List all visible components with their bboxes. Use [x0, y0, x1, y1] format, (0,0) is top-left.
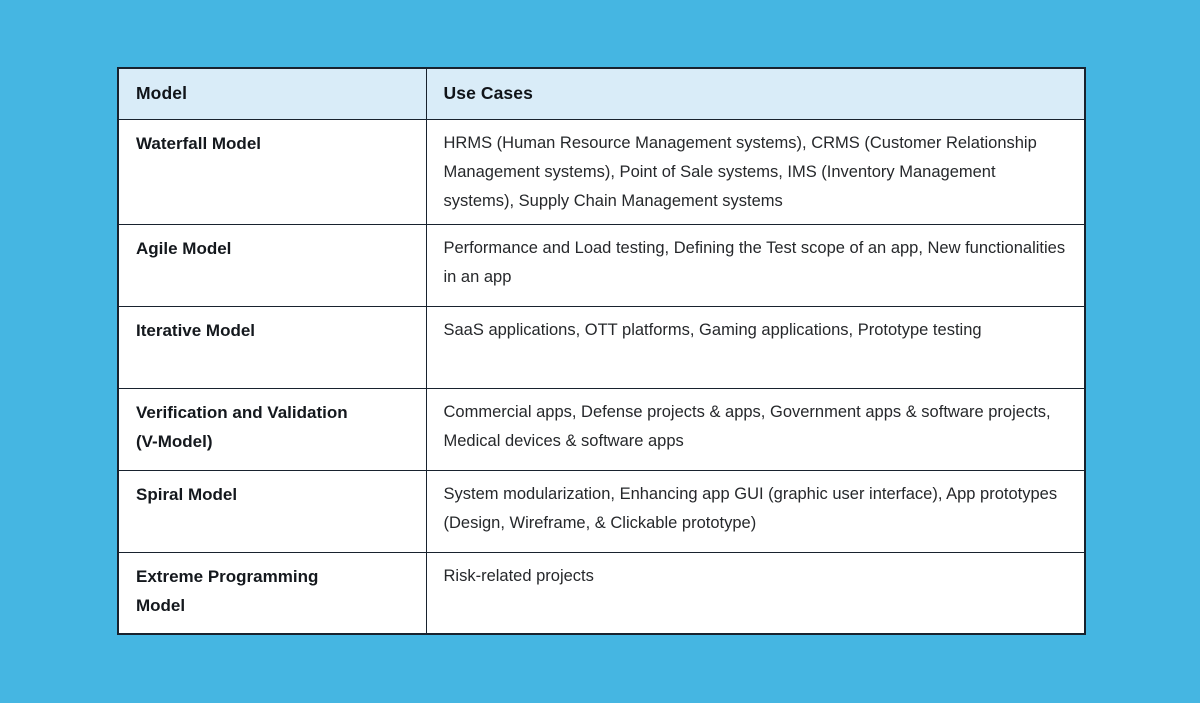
model-name-cell: Spiral Model	[117, 469, 427, 553]
table-row-v-model: Verification and Validation (V-Model) Co…	[117, 387, 1086, 471]
model-name-cell: Waterfall Model	[117, 118, 427, 225]
model-name-text: Iterative Model	[136, 320, 256, 340]
model-name-cell: Iterative Model	[117, 305, 427, 389]
use-cases-cell: System modularization, Enhancing app GUI…	[425, 469, 1086, 553]
model-name-text: Spiral Model	[136, 484, 238, 504]
model-name-cell: Agile Model	[117, 223, 427, 307]
table-row-spiral: Spiral Model System modularization, Enha…	[117, 469, 1086, 553]
table-row-iterative: Iterative Model SaaS applications, OTT p…	[117, 305, 1086, 389]
column-header-use-cases: Use Cases	[425, 67, 1086, 120]
column-header-model: Model	[117, 67, 427, 120]
model-name-cell: Verification and Validation (V-Model)	[117, 387, 427, 471]
table-header: Model Use Cases	[117, 67, 1086, 120]
model-name-text: Verification and Validation (V-Model)	[136, 402, 348, 451]
table-row-waterfall: Waterfall Model HRMS (Human Resource Man…	[117, 118, 1086, 225]
models-use-cases-table-container: Model Use Cases Waterfall Model HRMS (Hu…	[117, 67, 1086, 635]
model-name-text: Agile Model	[136, 238, 232, 258]
use-cases-cell: HRMS (Human Resource Management systems)…	[425, 118, 1086, 225]
use-cases-cell: SaaS applications, OTT platforms, Gaming…	[425, 305, 1086, 389]
use-cases-cell: Performance and Load testing, Defining t…	[425, 223, 1086, 307]
models-use-cases-table: Model Use Cases Waterfall Model HRMS (Hu…	[117, 67, 1086, 635]
use-cases-cell: Commercial apps, Defense projects & apps…	[425, 387, 1086, 471]
table-body: Waterfall Model HRMS (Human Resource Man…	[117, 118, 1086, 635]
model-name-text: Waterfall Model	[136, 133, 261, 153]
table-row-agile: Agile Model Performance and Load testing…	[117, 223, 1086, 307]
model-name-cell: Extreme Programming Model	[117, 551, 427, 635]
use-cases-cell: Risk-related projects	[425, 551, 1086, 635]
table-row-extreme-programming: Extreme Programming Model Risk-related p…	[117, 551, 1086, 635]
model-name-text: Extreme Programming Model	[136, 566, 319, 615]
header-row: Model Use Cases	[117, 67, 1086, 120]
